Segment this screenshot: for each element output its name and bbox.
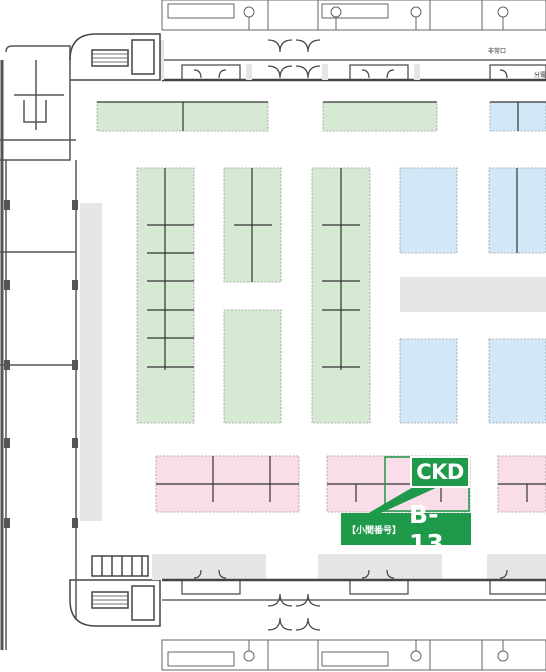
exhibitor-name: CKD (416, 460, 464, 484)
top-wall-structure (161, 0, 546, 31)
stairwell-bottom (69, 555, 161, 627)
booth-number-label: 【小間番号】 (347, 525, 402, 536)
top-door-row (162, 39, 546, 82)
top-booths (96, 101, 546, 132)
top-booth-dividers (97, 101, 546, 131)
stairwell-top (69, 33, 161, 81)
left-corridor (80, 203, 102, 521)
blue-booths (399, 167, 546, 424)
green-booths (136, 167, 371, 424)
distribution-panel-label: 分電 (534, 72, 546, 79)
top-fixtures (243, 6, 509, 30)
booth-number-tag[interactable]: 【小間番号】 B-13 (341, 500, 471, 558)
booth-number: B-13 (409, 500, 444, 558)
exhibitor-name-tag[interactable]: CKD (410, 456, 470, 488)
bottom-door-row (162, 569, 546, 631)
emergency-exit-label: 非常口 (488, 48, 507, 55)
bottom-wall-structure (5, 560, 546, 671)
green-booth-dividers (147, 168, 360, 370)
center-aisle-block (400, 277, 546, 312)
booth-pointer (360, 486, 440, 518)
left-pillars (4, 200, 78, 528)
bottom-corridor-blocks (152, 554, 546, 580)
left-wall-structure (0, 45, 77, 650)
top-corridor-blocks (160, 40, 420, 80)
